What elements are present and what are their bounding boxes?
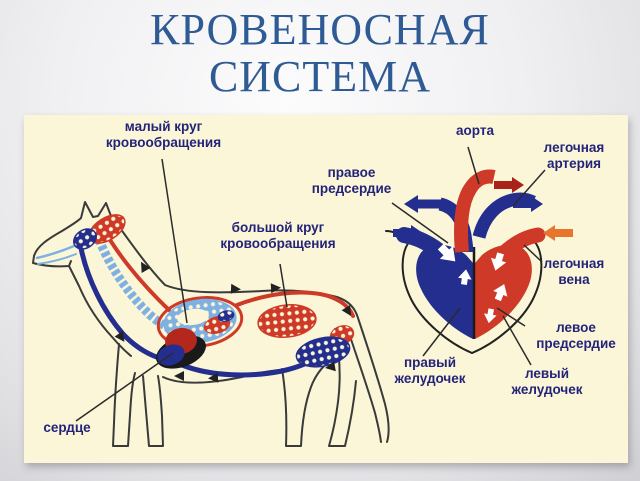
left-atrium-wing — [494, 227, 546, 263]
heart-blue-half — [416, 244, 473, 339]
body-capillaries-blue — [295, 336, 351, 368]
label-left-atrium: левое предсердие — [536, 320, 616, 351]
label-aorta: аорта — [456, 123, 494, 138]
leader-lines — [75, 146, 546, 422]
label-systemic-circulation: большой круг кровообращения — [220, 220, 336, 251]
neck-vein — [78, 245, 166, 362]
head-capillaries-blue — [73, 228, 97, 250]
label-right-ventricle: правый желудочек — [394, 355, 466, 386]
body-capillaries-red — [257, 304, 317, 338]
capillary-networks — [73, 214, 355, 368]
circulatory-diagram — [32, 146, 573, 447]
title-line-2: СИСТЕМА — [208, 52, 432, 101]
label-left-ventricle: левый желудочек — [511, 366, 583, 397]
aorta-arrow — [494, 177, 524, 193]
title-line-1: КРОВЕНОСНАЯ — [150, 5, 490, 54]
slide-title: КРОВЕНОСНАЯ СИСТЕМА — [0, 6, 640, 100]
aorta-vessel — [453, 169, 496, 253]
lung-capillaries-blue — [217, 310, 235, 322]
heart-figure — [385, 169, 573, 354]
label-heart: сердце — [43, 420, 91, 435]
label-right-atrium: правое предсердие — [311, 165, 392, 196]
label-pulmonary-vein: легочная вена — [543, 256, 605, 287]
diagram-panel: малый круг кровообращения аорта легочная… — [24, 115, 628, 463]
label-pulmonary-artery: легочная артерия — [543, 140, 605, 171]
pulmonary-artery-vessel — [472, 192, 536, 239]
dorsal-aorta — [235, 290, 355, 318]
dog-figure — [32, 201, 390, 447]
label-pulmonary-circulation: малый круг кровообращения — [105, 119, 222, 150]
pulmonary-vein-arrow — [543, 225, 573, 241]
vena-cava-arrow — [404, 195, 444, 213]
